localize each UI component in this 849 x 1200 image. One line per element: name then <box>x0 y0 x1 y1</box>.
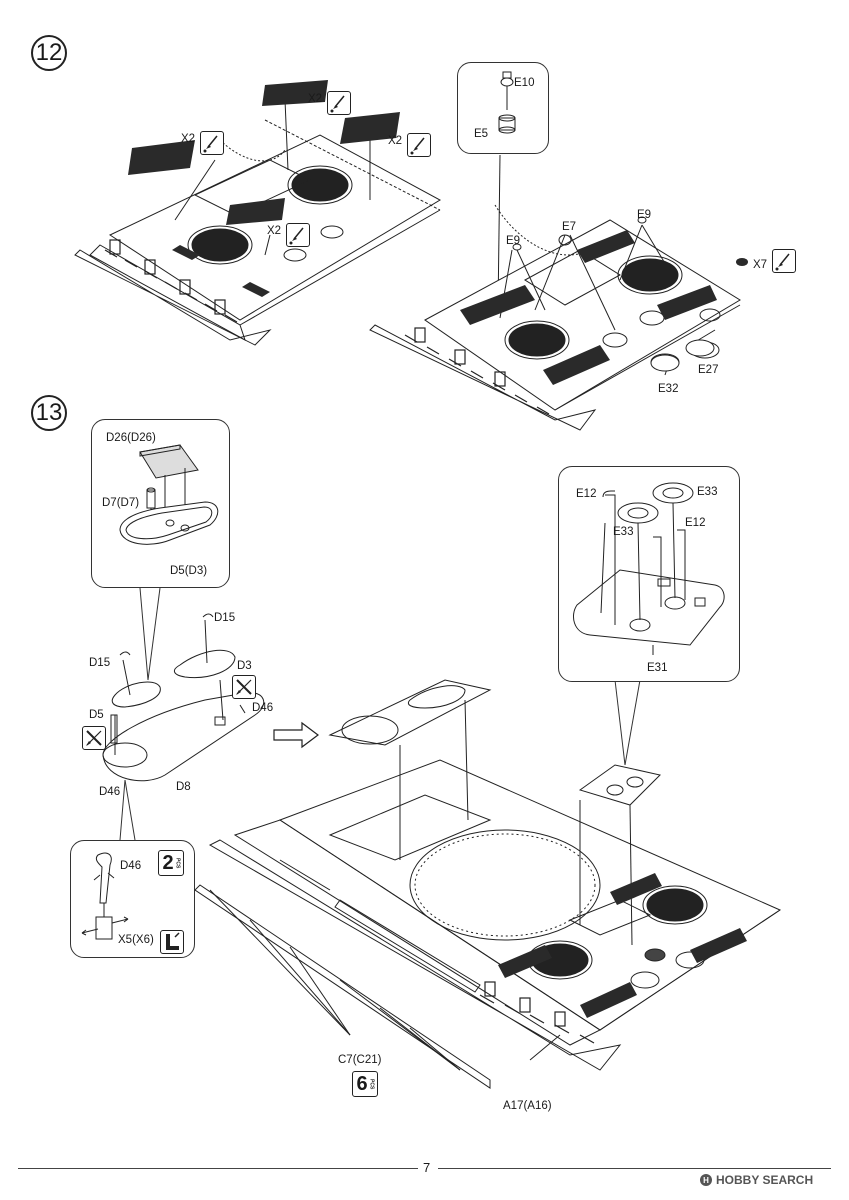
e27-label: E27 <box>698 364 719 376</box>
c7-label: C7(C21) <box>338 1054 382 1066</box>
cut-remove-icon <box>232 675 256 699</box>
glue-brush-icon <box>286 223 310 247</box>
hatch-assembly-drawing <box>119 444 219 545</box>
right-arrow-icon <box>273 721 319 749</box>
hobbysearch-mark-icon: H <box>700 1174 712 1186</box>
e9-label-a: E9 <box>506 235 521 247</box>
d7-label: D7(D7) <box>102 497 140 509</box>
left-side-l-icon <box>160 930 184 954</box>
footer-rule-left <box>18 1168 418 1169</box>
step13-main-hull-drawing <box>194 679 782 1089</box>
d15-label-b: D15 <box>89 657 111 669</box>
x5-label: X5(X6) <box>118 934 154 946</box>
e9-label-b: E9 <box>637 209 652 221</box>
e5-label: E5 <box>474 128 489 140</box>
a17-label: A17(A16) <box>503 1100 552 1112</box>
x2-label-4: X2 <box>267 225 282 237</box>
glue-brush-icon <box>200 131 224 155</box>
d46-label-a: D46 <box>252 702 274 714</box>
rear-plate-assembly-drawing <box>573 482 725 655</box>
glue-brush-icon <box>327 91 351 115</box>
handle-part-drawing <box>81 852 129 940</box>
footer-rule-right <box>438 1168 831 1169</box>
d3-label: D3 <box>237 660 252 672</box>
deck-plate-assembly-drawing <box>102 613 265 782</box>
d26-label: D26(D26) <box>106 432 156 444</box>
d5-label-hatch: D5 <box>89 709 104 721</box>
glue-brush-icon <box>772 249 796 273</box>
glue-brush-icon <box>407 133 431 157</box>
x2-label-2: X2 <box>308 93 323 105</box>
x7-label: X7 <box>753 259 768 271</box>
watermark-logo: H HOBBY SEARCH <box>700 1173 813 1187</box>
d8-label: D8 <box>176 781 191 793</box>
watermark-text: HOBBY SEARCH <box>716 1173 814 1187</box>
e33-label-a: E33 <box>697 486 718 498</box>
e32-label: E32 <box>658 383 679 395</box>
e7-label: E7 <box>562 221 577 233</box>
d5-label: D5(D3) <box>170 565 208 577</box>
x2-label-3: X2 <box>388 135 403 147</box>
step13-callout-e12-e33 <box>558 466 740 682</box>
e33-label-b: E33 <box>613 526 634 538</box>
d46-label-c: D46 <box>120 860 142 872</box>
step-13-number: 13 <box>31 395 67 431</box>
e12-label-b: E12 <box>685 517 706 529</box>
e12-label-a: E12 <box>576 488 597 500</box>
d15-label-a: D15 <box>214 612 236 624</box>
periscope-part-drawing <box>498 71 516 134</box>
e10-label: E10 <box>514 77 535 89</box>
step12-right-hull-drawing <box>369 154 748 431</box>
e31-label: E31 <box>647 662 668 674</box>
d46-label-b: D46 <box>99 786 121 798</box>
step12-left-hull-drawing <box>74 80 442 346</box>
cut-remove-icon <box>82 726 106 750</box>
page-number: 7 <box>423 1160 431 1175</box>
step-12-number: 12 <box>31 35 67 71</box>
x2-label-1: X2 <box>181 133 196 145</box>
